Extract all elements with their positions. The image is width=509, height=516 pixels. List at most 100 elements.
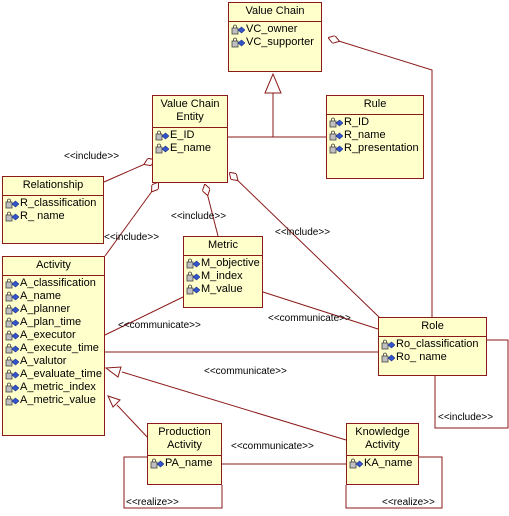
attribute: A_name — [5, 290, 102, 303]
attribute-icon — [186, 284, 201, 295]
class-title-block: Knowledge Activity — [347, 424, 418, 456]
attribute-icon — [5, 317, 20, 328]
attribute-icon — [155, 130, 170, 141]
class-title-block: Value Chain Entity — [153, 96, 227, 128]
aggregation-role-value-chain — [329, 38, 433, 317]
attribute: A_valutor — [5, 355, 102, 368]
class-title-block: Production Activity — [148, 424, 221, 456]
attribute: R_presentation — [329, 142, 421, 155]
class-activity[interactable]: Activity A_classification A_name A_plann… — [2, 256, 105, 436]
generalization-line-pa — [116, 404, 151, 441]
attribute-icon — [381, 352, 396, 363]
attribute-icon — [5, 198, 20, 209]
attribute-icon — [5, 369, 20, 380]
class-title-line2: Activity — [167, 439, 202, 451]
attribute-icon — [5, 211, 20, 222]
class-title-line1: Knowledge — [355, 426, 410, 438]
include-line-metric — [205, 185, 219, 237]
communicate-line-metric-role — [262, 291, 379, 330]
attribute-icon — [329, 143, 344, 154]
include-label-role-self: <<include>> — [438, 412, 494, 423]
include-label-relationship: <<include>> — [64, 151, 120, 162]
class-title: Relationship — [3, 177, 103, 196]
attribute: A_metric_index — [5, 381, 102, 394]
attribute-icon — [186, 258, 201, 269]
attribute-icon — [329, 117, 344, 128]
attribute: E_name — [155, 142, 225, 155]
attribute: Ro_ name — [381, 351, 484, 364]
attribute-icon — [155, 143, 170, 154]
attribute-icon — [349, 458, 364, 469]
attribute: M_index — [186, 270, 260, 283]
attribute: E_ID — [155, 129, 225, 142]
class-value-chain-entity[interactable]: Value Chain Entity E_ID E_name — [152, 95, 228, 183]
class-rule[interactable]: Rule R_ID R_name R_presentation — [326, 95, 424, 179]
class-title-line2: Entity — [176, 111, 204, 123]
attribute: R_classification — [5, 197, 101, 210]
attribute: A_metric_value — [5, 394, 102, 407]
communicate-line-activity-metric — [104, 296, 184, 336]
communicate-label-activity-role: <<communicate>> — [204, 366, 287, 377]
generalization-line-ka — [121, 371, 347, 441]
attribute: R_ name — [5, 210, 101, 223]
attribute-icon — [5, 291, 20, 302]
attribute-icon — [5, 395, 20, 406]
attribute-icon — [231, 24, 246, 35]
attribute: A_plan_time — [5, 316, 102, 329]
communicate-label-activity-metric: <<communicate>> — [118, 320, 201, 331]
attribute: PA_name — [150, 457, 219, 470]
class-title-line1: Production — [158, 426, 211, 438]
class-title: Metric — [184, 237, 262, 256]
generalization-triangle-pa — [107, 395, 121, 408]
class-title-line2: Activity — [365, 439, 400, 451]
include-label-activity: <<include>> — [104, 232, 160, 243]
generalization-triangle-ka — [104, 366, 122, 378]
role-self-include-loop — [434, 339, 509, 429]
class-production-activity[interactable]: Production Activity PA_name — [147, 423, 222, 485]
attribute: A_evaluate_time — [5, 368, 102, 381]
attribute: M_objective — [186, 257, 260, 270]
include-label-role: <<include>> — [275, 227, 331, 238]
attribute-icon — [329, 130, 344, 141]
pa-realize-loop — [123, 456, 223, 509]
attribute-icon — [231, 37, 246, 48]
ka-realize-loop — [345, 456, 443, 509]
class-title: Rule — [327, 96, 423, 115]
include-label-metric: <<include>> — [171, 211, 227, 222]
attribute: A_executor — [5, 329, 102, 342]
attribute-icon — [5, 330, 20, 341]
attribute-icon — [5, 343, 20, 354]
realize-label-ka: <<realize>> — [382, 497, 435, 508]
attribute-icon — [5, 278, 20, 289]
attribute: R_ID — [329, 116, 421, 129]
attribute: Ro_classification — [381, 338, 484, 351]
class-metric[interactable]: Metric M_objective M_index M_value — [183, 236, 263, 308]
attribute-icon — [5, 382, 20, 393]
attribute-icon — [5, 304, 20, 315]
attribute: A_planner — [5, 303, 102, 316]
class-role[interactable]: Role Ro_classification Ro_ name — [378, 317, 487, 376]
communicate-label-metric-role: <<communicate>> — [268, 313, 351, 324]
attribute: M_value — [186, 283, 260, 296]
class-relationship[interactable]: Relationship R_classification R_ name — [2, 176, 104, 244]
attribute-icon — [150, 458, 165, 469]
attribute-icon — [186, 271, 201, 282]
include-line-role — [230, 173, 381, 319]
include-line-relationship — [103, 160, 154, 183]
attribute: VC_owner — [231, 23, 319, 36]
generalization-triangle — [264, 72, 282, 94]
class-title: Activity — [3, 257, 104, 276]
attribute: KA_name — [349, 457, 416, 470]
realize-label-pa: <<realize>> — [126, 497, 179, 508]
communicate-label-pa-ka: <<communicate>> — [231, 441, 314, 452]
class-value-chain[interactable]: Value Chain VC_owner VC_supporter — [228, 2, 322, 72]
class-title-line1: Value Chain — [160, 98, 220, 110]
attribute: A_classification — [5, 277, 102, 290]
class-title: Value Chain — [229, 3, 321, 22]
attribute-icon — [5, 356, 20, 367]
class-knowledge-activity[interactable]: Knowledge Activity KA_name — [346, 423, 419, 485]
attribute: VC_supporter — [231, 36, 319, 49]
attribute-icon — [381, 339, 396, 350]
